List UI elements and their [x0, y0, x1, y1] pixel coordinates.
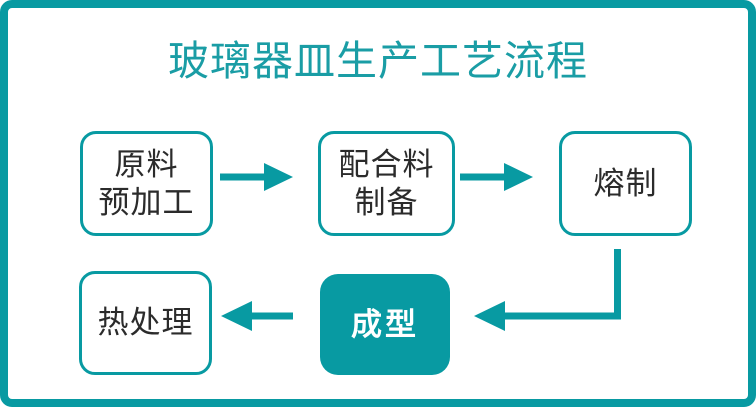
- node-label-line: 原料: [114, 147, 179, 183]
- node-label-line: 熔制: [593, 165, 658, 201]
- node-heat-treatment: 热处理: [79, 271, 212, 375]
- diagram-title: 玻璃器皿生产工艺流程: [168, 38, 588, 84]
- node-label-line: 制备: [354, 184, 419, 220]
- arrow-right-icon: [220, 163, 293, 191]
- node-label-line: 配合料: [338, 147, 435, 183]
- node-label-line: 预加工: [98, 184, 195, 220]
- arrow-left-icon: [221, 301, 293, 331]
- elbow-connector-line: [505, 249, 621, 320]
- arrow-left-icon: [474, 301, 505, 331]
- node-raw-material-preprocessing: 原料 预加工: [80, 131, 213, 236]
- node-forming: 成型: [320, 274, 450, 375]
- node-label-line: 热处理: [97, 305, 194, 341]
- node-batch-preparation: 配合料 制备: [318, 131, 455, 236]
- node-melting: 熔制: [559, 131, 692, 236]
- arrow-right-icon: [460, 163, 533, 191]
- node-label-line: 成型: [351, 306, 419, 342]
